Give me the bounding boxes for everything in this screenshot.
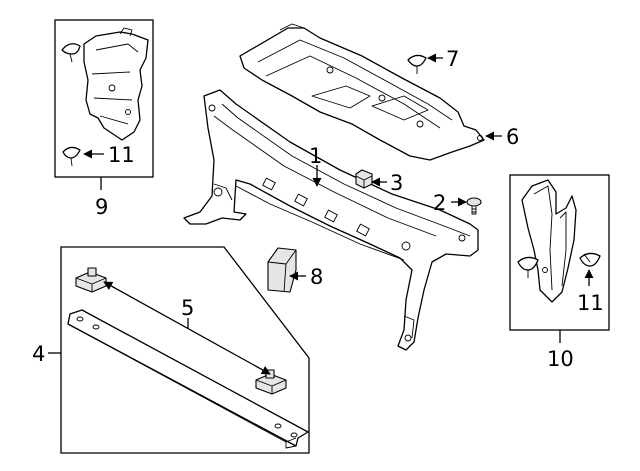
push-pin-box-10	[517, 256, 539, 278]
callout-6: 6	[506, 125, 519, 149]
inset-box-4	[60, 246, 310, 454]
air-deflector-left	[83, 27, 149, 141]
bracket-8	[267, 247, 297, 293]
callout-8: 8	[310, 265, 323, 289]
callout-1: 1	[309, 144, 322, 168]
push-pin-7	[407, 54, 427, 74]
callout-7: 7	[446, 47, 459, 71]
push-pin-top	[61, 43, 81, 63]
inset-box-9: 11	[54, 19, 154, 178]
callout-2: 2	[433, 191, 446, 215]
push-pin-11-left	[62, 146, 81, 167]
upper-splash-shield	[239, 23, 485, 161]
callout-10: 10	[547, 347, 574, 371]
radiator-support	[183, 89, 479, 351]
callout-3: 3	[390, 171, 403, 195]
bolt-2	[466, 197, 482, 215]
callout-11-right: 11	[577, 291, 604, 315]
callout-9: 9	[95, 195, 108, 219]
push-pin-11-right	[579, 252, 601, 267]
air-deflector-right	[521, 179, 577, 303]
nut-3	[355, 169, 373, 189]
clip-nut-lower	[255, 369, 287, 395]
clip-nut-upper	[75, 267, 107, 293]
callout-4: 4	[32, 342, 45, 366]
inset-box-10: 11	[509, 174, 610, 331]
callout-5: 5	[181, 296, 194, 320]
callout-11-left: 11	[108, 143, 135, 167]
